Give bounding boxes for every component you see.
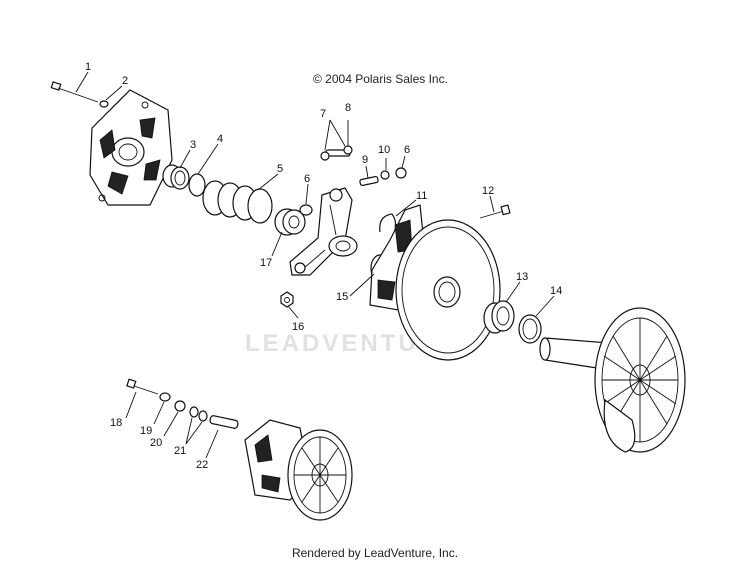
part-6-roller-left xyxy=(299,204,313,216)
part-9-pin xyxy=(359,175,379,187)
part-11-clip xyxy=(379,213,397,235)
part-3-bushing xyxy=(162,164,190,190)
callout-21: 21 xyxy=(174,445,186,457)
callout-2: 2 xyxy=(122,75,128,87)
callout-1: 1 xyxy=(85,61,91,73)
callout-16: 16 xyxy=(292,321,304,333)
part-4-ring xyxy=(188,173,206,197)
part-2-washer xyxy=(99,100,109,108)
callout-20: 20 xyxy=(150,437,162,449)
spider-assembly xyxy=(289,187,358,276)
part-19-washer xyxy=(159,392,171,402)
callout-6-left: 6 xyxy=(304,173,310,185)
rendered-by-text: Rendered by LeadVenture, Inc. xyxy=(291,546,459,560)
part-12-bolt xyxy=(479,204,511,219)
callout-12: 12 xyxy=(482,185,494,197)
callout-8: 8 xyxy=(345,102,351,114)
leader-lines xyxy=(75,71,555,459)
callout-15: 15 xyxy=(336,291,348,303)
part-5-spring xyxy=(202,180,273,224)
part-21-washers xyxy=(189,406,208,422)
part-13-bushing xyxy=(483,300,515,334)
callout-numbers: 1 2 3 4 5 6 7 8 9 10 6 11 12 13 14 15 16… xyxy=(85,61,562,471)
part-18-bolt xyxy=(126,378,159,395)
callout-10: 10 xyxy=(378,144,390,156)
part-16-nut xyxy=(280,291,294,308)
part-7-8-pins xyxy=(320,145,353,161)
callout-22: 22 xyxy=(196,459,208,471)
part-6-roller-right xyxy=(395,167,407,179)
assembled-clutch xyxy=(244,419,353,521)
fixed-sheave xyxy=(539,307,686,453)
callout-4: 4 xyxy=(217,133,223,145)
copyright-text: © 2004 Polaris Sales Inc. xyxy=(313,72,448,86)
callout-6-right: 6 xyxy=(404,144,410,156)
callout-11: 11 xyxy=(416,190,427,202)
callout-14: 14 xyxy=(550,285,562,297)
callout-9: 9 xyxy=(362,154,368,166)
part-17-bushing xyxy=(274,208,306,236)
moveable-sheave xyxy=(369,204,501,361)
part-20-bushing xyxy=(174,400,186,412)
callout-19: 19 xyxy=(140,425,152,437)
callout-5: 5 xyxy=(277,163,283,175)
callout-13: 13 xyxy=(516,271,528,283)
callout-18: 18 xyxy=(110,417,122,429)
callout-7: 7 xyxy=(320,108,326,120)
callout-3: 3 xyxy=(190,139,196,151)
part-1-bolt xyxy=(50,81,99,103)
part-22-pin xyxy=(209,415,239,429)
cover-plate xyxy=(89,89,173,206)
callout-17: 17 xyxy=(260,257,272,269)
part-10-washer xyxy=(380,170,390,180)
